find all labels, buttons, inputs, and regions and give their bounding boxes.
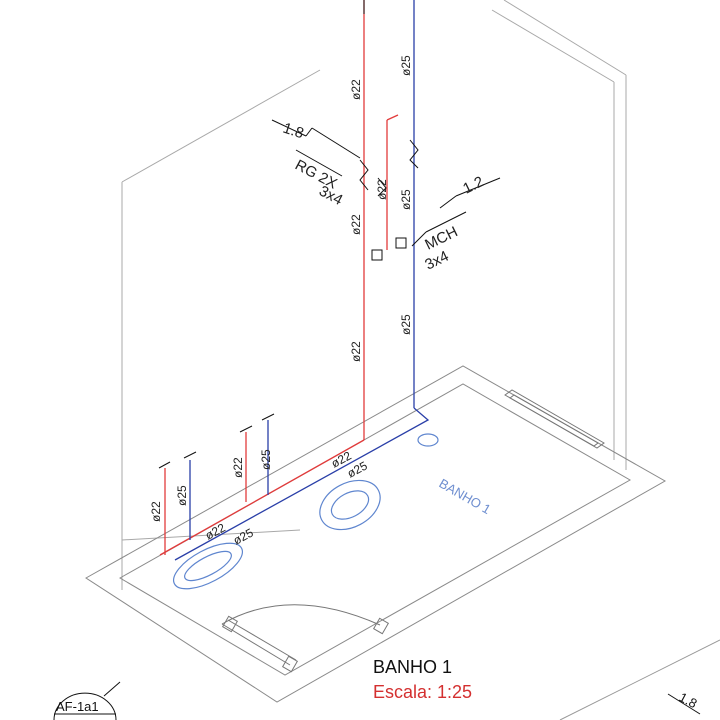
fixtures [173,433,439,590]
sheet-reference: AF-1a1 [53,681,121,720]
valve-symbols [158,0,419,469]
room-walls [121,0,627,590]
washbasin-fixture [173,542,243,590]
mch-height: 1.2 [460,173,486,197]
label-hot-horizontal-1: ø22 [203,520,228,542]
hot-water-pipes [159,0,399,556]
mch-register-callout: 1.2 MCH 3x4 [411,173,501,274]
sheet-ref-label: AF-1a1 [56,699,99,714]
floor-slab [85,365,667,703]
label-hot-riser-top: ø22 [349,79,363,100]
rg-register-callout: 1.8 RG 2X 3x4 [271,119,361,209]
rg-height: 1.8 [281,120,306,143]
corner-dim-label: 1.8 [677,689,700,711]
label-cold-riser-low: ø25 [399,314,413,335]
label-cold-washbasin: ø25 [175,485,189,506]
label-cold-toilet: ø25 [259,449,273,470]
drawing-scale: Escala: 1:25 [373,682,472,702]
label-hot-riser-low: ø22 [349,341,363,362]
label-cold-riser-top: ø25 [399,55,413,76]
mch-size: 3x4 [422,248,451,274]
label-cold-riser-mid: ø25 [399,189,413,210]
shower-drain [504,389,605,449]
label-hot-washbasin: ø22 [149,501,163,522]
door-swing [221,604,390,673]
label-hot-toilet: ø22 [231,457,245,478]
room-floor-label: BANHO 1 [437,476,494,518]
label-hot-branch-riser: ø22 [375,179,389,200]
bidet-fixture [417,433,439,447]
toilet-fixture [319,479,381,531]
label-cold-horizontal-1: ø25 [231,525,256,547]
drawing-title: BANHO 1 [373,657,452,677]
cold-water-pipes [174,0,430,561]
corner-dimension: 1.8 [559,639,720,720]
diameter-labels: ø22 ø22 ø22 ø22 ø25 ø25 ø25 ø22 ø25 ø22 … [149,55,413,548]
label-hot-riser-mid: ø22 [349,214,363,235]
